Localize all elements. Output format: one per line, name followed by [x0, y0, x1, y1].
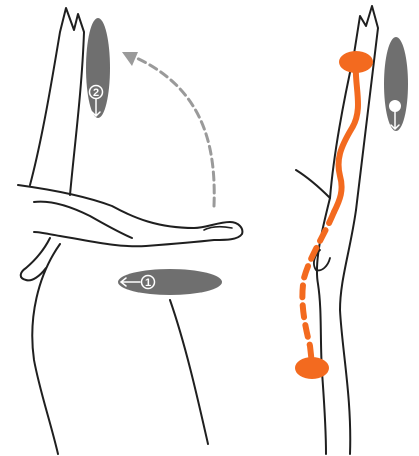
- right-palm-shape: [384, 37, 408, 131]
- arrow-head-icon: [122, 52, 138, 66]
- right-torso-back: [340, 210, 356, 454]
- lift-arc-arrow-path: [132, 56, 214, 206]
- right-figure: [295, 6, 408, 454]
- left-back-outline: [170, 300, 208, 444]
- step-1-marker: 1: [118, 269, 222, 295]
- step-2-marker: 2: [86, 18, 110, 118]
- nerve-endpoint-bottom: [295, 357, 329, 379]
- left-raised-arm-outline: [30, 8, 84, 195]
- left-forward-arm-underside: [34, 202, 132, 238]
- left-hand-fingers: [204, 227, 232, 230]
- left-chest-outline: [21, 238, 50, 280]
- left-torso-outline: [32, 244, 60, 454]
- right-raised-arm-outline: [296, 6, 378, 210]
- left-figure: 2 1: [18, 8, 242, 454]
- step-1-label: 1: [145, 277, 151, 289]
- step-2-label: 2: [93, 87, 99, 99]
- nerve-endpoint-top: [339, 51, 373, 73]
- right-palm-marker: [384, 37, 408, 131]
- step-2-palm-shape: [86, 18, 110, 118]
